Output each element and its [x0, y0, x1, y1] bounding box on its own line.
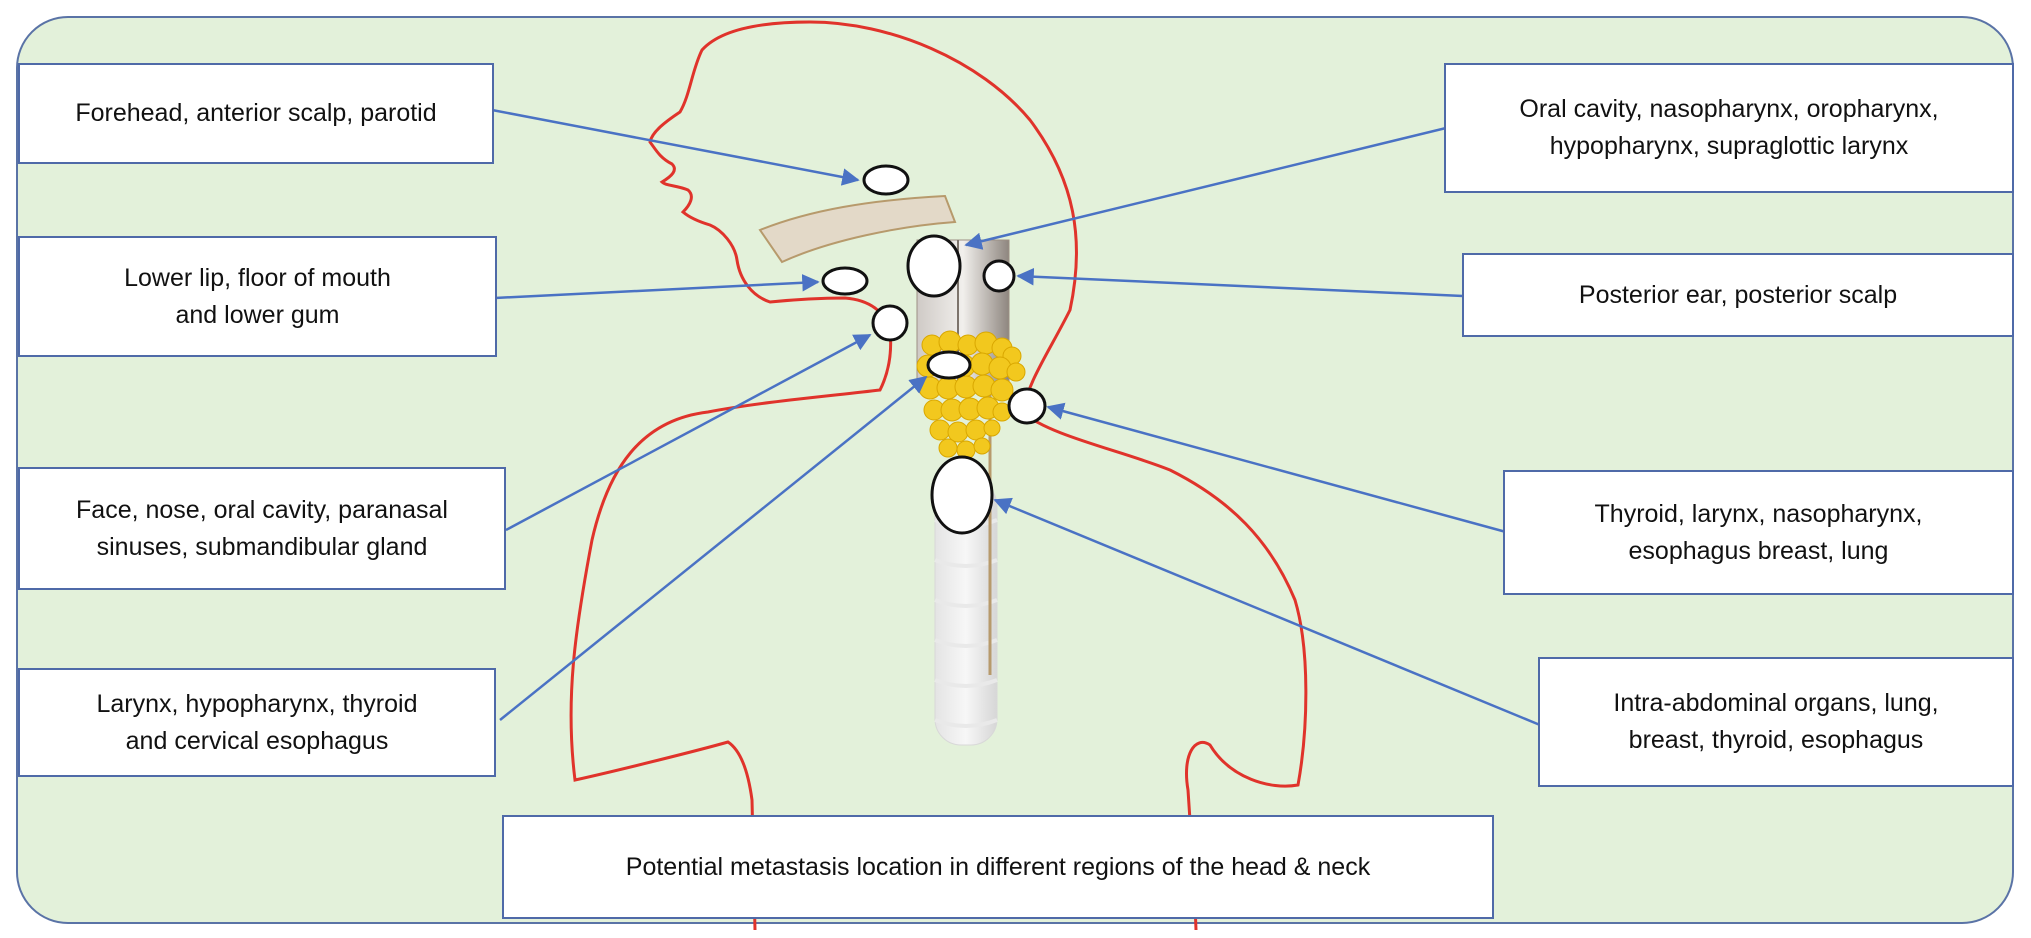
label-forehead-text: Forehead, anterior scalp, parotid [75, 99, 437, 127]
lymph-nodes [821, 164, 1047, 535]
label-intra-abdominal-text: Intra-abdominal organs, lung, breast, th… [1613, 689, 1939, 754]
label-lower-lip: Lower lip, floor of mouth and lower gum [18, 236, 497, 357]
label-larynx-text: Larynx, hypopharynx, thyroid and cervica… [96, 689, 418, 755]
label-intra-abdominal: Intra-abdominal organs, lung, breast, th… [1538, 657, 2014, 787]
label-posterior-ear: Posterior ear, posterior scalp [1462, 253, 2014, 337]
label-posterior-ear-text: Posterior ear, posterior scalp [1578, 280, 1898, 309]
label-face-nose-text: Face, nose, oral cavity, paranasal sinus… [76, 495, 448, 561]
node-larynx [926, 350, 972, 380]
label-face-nose: Face, nose, oral cavity, paranasal sinus… [18, 467, 506, 590]
label-forehead: Forehead, anterior scalp, parotid [18, 63, 494, 164]
label-thyroid-text: Thyroid, larynx, nasopharynx, esophagus … [1594, 499, 1923, 565]
label-larynx: Larynx, hypopharynx, thyroid and cervica… [18, 668, 496, 777]
node-supraclavicular [1007, 387, 1047, 425]
arrow-face-nose [505, 333, 872, 532]
label-oral-cavity: Oral cavity, nasopharynx, oropharynx, hy… [1444, 63, 2014, 193]
arrow-intra-abdominal [993, 497, 1541, 727]
arrow-posterior-ear [1016, 267, 1464, 298]
node-submandibular [871, 304, 909, 342]
label-oral-cavity-text: Oral cavity, nasopharynx, oropharynx, hy… [1519, 95, 1939, 160]
arrow-larynx [499, 375, 928, 721]
node-forehead [862, 164, 910, 196]
caption-box: Potential metastasis location in differe… [502, 815, 1494, 919]
airway-shelf [758, 194, 957, 264]
label-lower-lip-text: Lower lip, floor of mouth and lower gum [124, 263, 391, 329]
arrows [491, 108, 1541, 727]
node-lower-lip [821, 266, 869, 296]
arrow-forehead [491, 108, 860, 186]
node-upper-pharynx [906, 234, 962, 298]
node-posterior-ear [982, 259, 1016, 293]
arrow-thyroid [1046, 402, 1507, 534]
arrow-oral-cavity [964, 126, 1447, 250]
node-lower-neck [930, 455, 994, 535]
body-outline [569, 20, 1308, 931]
label-thyroid: Thyroid, larynx, nasopharynx, esophagus … [1503, 470, 2014, 595]
thyroid-gland [916, 330, 1026, 460]
caption-text: Potential metastasis location in differe… [625, 852, 1371, 881]
arrow-lower-lip [494, 274, 820, 300]
